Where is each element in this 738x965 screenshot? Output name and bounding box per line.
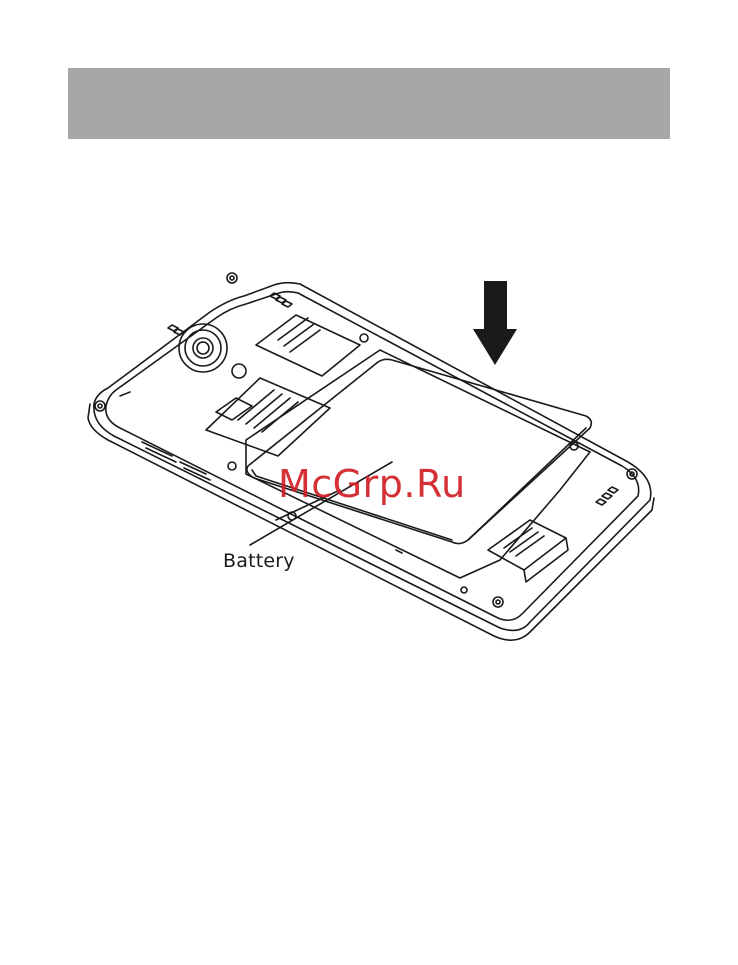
watermark: McGrp.Ru: [278, 462, 466, 506]
camera-lens-icon: [179, 324, 227, 372]
screw-icon: [95, 401, 105, 411]
screw-icon: [227, 273, 237, 283]
screw-icon: [228, 462, 236, 470]
flash-icon: [232, 364, 246, 378]
down-arrow-icon: [473, 281, 517, 365]
phone-body-bottom-edge: [88, 404, 654, 640]
sim-card-slot: [256, 315, 360, 376]
battery-label: Battery: [223, 550, 295, 572]
screw-icon: [360, 334, 368, 342]
screw-icon: [493, 597, 503, 607]
